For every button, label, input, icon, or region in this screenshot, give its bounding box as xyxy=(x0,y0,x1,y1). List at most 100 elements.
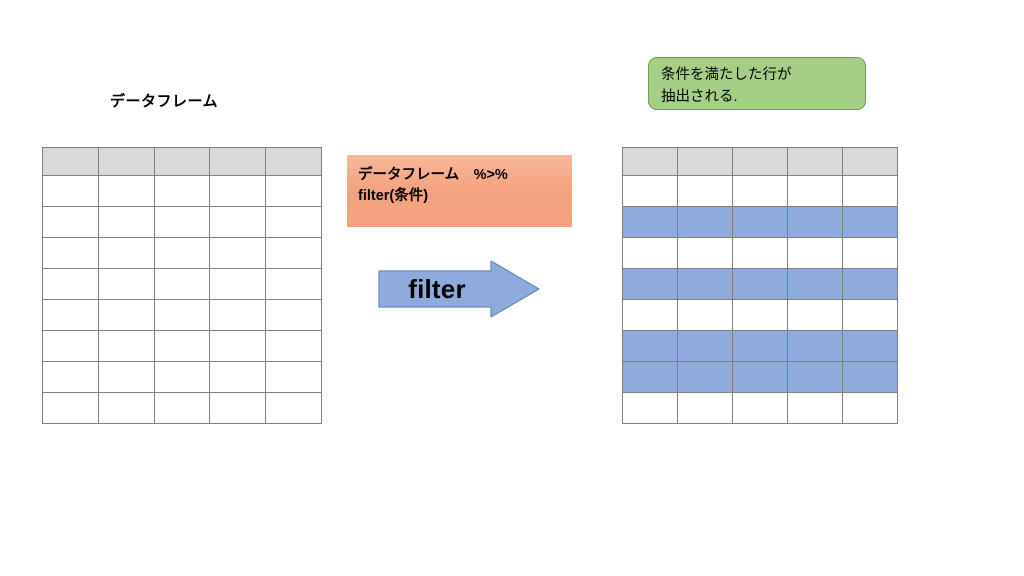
source-table-cell xyxy=(42,206,99,238)
filtered-table-cell xyxy=(787,206,843,238)
filtered-table-cell xyxy=(842,175,898,207)
source-table-cell xyxy=(42,361,99,393)
filtered-table-cell xyxy=(677,299,733,331)
filtered-table-cell xyxy=(842,299,898,331)
filtered-table-cell xyxy=(732,392,788,424)
source-table-cell xyxy=(265,299,322,331)
source-table-header-cell xyxy=(153,147,211,176)
filtered-table-cell xyxy=(622,268,678,300)
source-table-cell xyxy=(153,392,211,424)
filtered-table-cell xyxy=(622,361,678,393)
source-table-cell xyxy=(265,237,322,269)
source-table-cell xyxy=(153,206,211,238)
result-note-callout: 条件を満たした行が 抽出される. xyxy=(648,57,866,110)
filtered-table-cell xyxy=(842,206,898,238)
filtered-table-cell xyxy=(677,175,733,207)
source-table-cell xyxy=(153,175,211,207)
source-table-cell xyxy=(42,392,99,424)
filtered-table-row xyxy=(622,175,898,207)
source-table-cell xyxy=(265,330,322,362)
source-table-row xyxy=(42,237,322,269)
filtered-table-cell xyxy=(787,361,843,393)
source-table-cell xyxy=(209,361,267,393)
arrow-label: filter xyxy=(408,273,466,304)
source-table-cell xyxy=(209,268,267,300)
source-table-header-cell xyxy=(97,147,155,176)
filtered-table-row xyxy=(622,392,898,424)
filtered-table-cell xyxy=(787,330,843,362)
source-table-cell xyxy=(42,175,99,207)
right-arrow-icon xyxy=(378,260,540,318)
source-table-cell xyxy=(209,330,267,362)
code-callout: データフレーム %>% filter(条件) xyxy=(347,155,572,227)
source-table-cell xyxy=(97,206,155,238)
filtered-table-cell xyxy=(732,299,788,331)
source-table-cell xyxy=(97,361,155,393)
filtered-table-cell xyxy=(732,268,788,300)
source-table-cell xyxy=(97,330,155,362)
filtered-table-cell xyxy=(677,237,733,269)
source-table-cell xyxy=(153,299,211,331)
filtered-table-cell xyxy=(677,330,733,362)
filtered-table-row xyxy=(622,237,898,269)
source-table-cell xyxy=(265,268,322,300)
filtered-table-cell xyxy=(622,392,678,424)
note-line-1: 条件を満たした行が xyxy=(661,67,792,83)
filtered-table-cell xyxy=(622,330,678,362)
filtered-dataframe-table xyxy=(622,147,898,424)
source-table-row xyxy=(42,392,322,424)
source-table-row xyxy=(42,206,322,238)
filtered-table-cell xyxy=(842,392,898,424)
source-table-cell xyxy=(209,392,267,424)
source-table-cell xyxy=(153,361,211,393)
filtered-table-header-cell xyxy=(842,147,898,176)
filtered-table-cell xyxy=(842,268,898,300)
filtered-table-header-cell xyxy=(677,147,733,176)
filtered-table-header-cell xyxy=(787,147,843,176)
source-table-cell xyxy=(42,268,99,300)
filtered-table-cell xyxy=(622,175,678,207)
filtered-table-cell xyxy=(622,206,678,238)
filtered-table-selected-row xyxy=(622,268,898,300)
source-table-cell xyxy=(97,237,155,269)
source-table-cell xyxy=(265,392,322,424)
filtered-table-selected-row xyxy=(622,206,898,238)
filtered-table-cell xyxy=(842,237,898,269)
filtered-table-row xyxy=(622,299,898,331)
note-line-2: 抽出される. xyxy=(661,88,738,105)
source-table-cell xyxy=(97,175,155,207)
code-line-1: データフレーム %>% xyxy=(358,167,508,183)
filtered-table-cell xyxy=(842,361,898,393)
source-table-cell xyxy=(265,175,322,207)
filtered-table-cell xyxy=(677,361,733,393)
source-table-cell xyxy=(153,268,211,300)
filtered-table-cell xyxy=(732,237,788,269)
filtered-table-cell xyxy=(677,392,733,424)
source-table-row xyxy=(42,330,322,362)
source-table-cell xyxy=(42,237,99,269)
source-table-row xyxy=(42,299,322,331)
source-table-cell xyxy=(209,175,267,207)
source-table-cell xyxy=(153,330,211,362)
source-table-cell xyxy=(209,237,267,269)
source-table-cell xyxy=(265,361,322,393)
source-table-row xyxy=(42,268,322,300)
source-table-cell xyxy=(265,206,322,238)
source-table-cell xyxy=(209,206,267,238)
filtered-table-cell xyxy=(787,175,843,207)
filtered-table-cell xyxy=(787,299,843,331)
filtered-table-cell xyxy=(622,299,678,331)
filtered-table-cell xyxy=(732,206,788,238)
filtered-table-selected-row xyxy=(622,330,898,362)
source-table-header-cell xyxy=(42,147,99,176)
source-table-cell xyxy=(97,299,155,331)
source-table-body xyxy=(42,147,322,424)
left-table-title: データフレーム xyxy=(110,93,219,110)
source-table-row xyxy=(42,175,322,207)
filtered-table-cell xyxy=(787,237,843,269)
filtered-table-cell xyxy=(787,268,843,300)
filtered-table-cell xyxy=(677,268,733,300)
filtered-table-cell xyxy=(787,392,843,424)
filter-arrow: filter xyxy=(378,260,540,318)
